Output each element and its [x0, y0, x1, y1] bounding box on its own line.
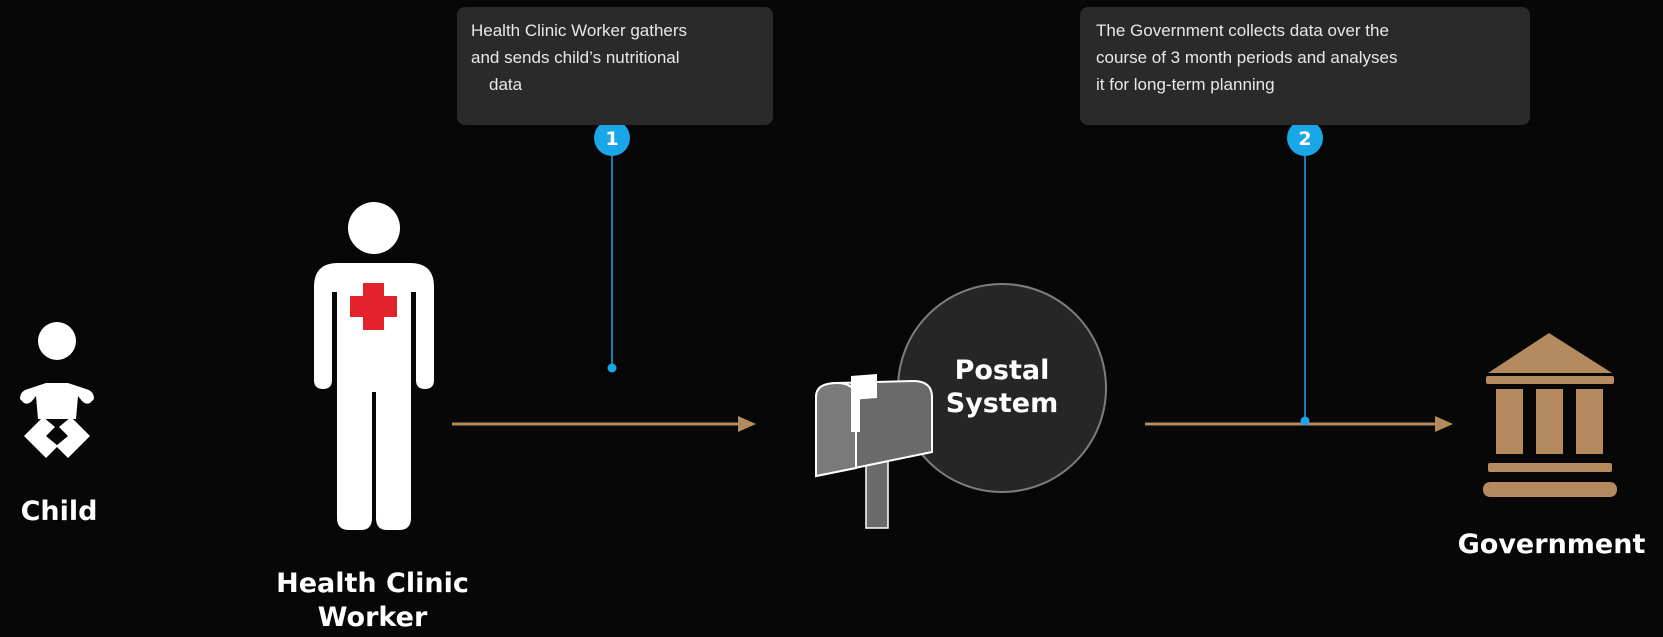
step-2-callout: The Government collects data over the co… [1080, 7, 1530, 125]
step-2-badge: 2 [1287, 120, 1323, 156]
health-worker-icon [314, 202, 434, 530]
svg-text:2: 2 [1298, 128, 1311, 150]
step-2-text-line: it for long-term planning [1096, 75, 1275, 94]
health-worker-label: Health Clinic Worker [250, 567, 495, 635]
step-1-badge: 1 [594, 120, 630, 156]
step-2-text-line: The Government collects data over the [1096, 21, 1389, 40]
step-1-text-line: Health Clinic Worker gathers [471, 21, 688, 40]
step-1-leader [607, 140, 617, 373]
svg-text:1: 1 [605, 128, 618, 150]
postal-label-line: System [945, 388, 1059, 419]
step-1-callout: Health Clinic Worker gathers and sends c… [457, 7, 773, 125]
worker-label-line: Worker [317, 602, 428, 633]
mailbox-icon [815, 374, 933, 529]
step-2-text-line: course of 3 month periods and analyses [1096, 48, 1398, 67]
step-2-leader [1300, 140, 1310, 426]
worker-label-line: Health Clinic [276, 568, 469, 599]
government-building-icon [1483, 333, 1617, 497]
baby-icon [20, 322, 94, 458]
arrow-worker-to-postal [452, 416, 756, 432]
postal-label-line: Postal [954, 355, 1050, 386]
arrow-postal-to-government [1145, 416, 1453, 432]
step-1-text-line: and sends child’s nutritional [471, 48, 680, 67]
postal-system-label: Postal System [913, 354, 1091, 420]
child-label: Child [20, 496, 98, 527]
step-1-text-line: data [489, 75, 523, 94]
government-label: Government [1457, 529, 1646, 560]
